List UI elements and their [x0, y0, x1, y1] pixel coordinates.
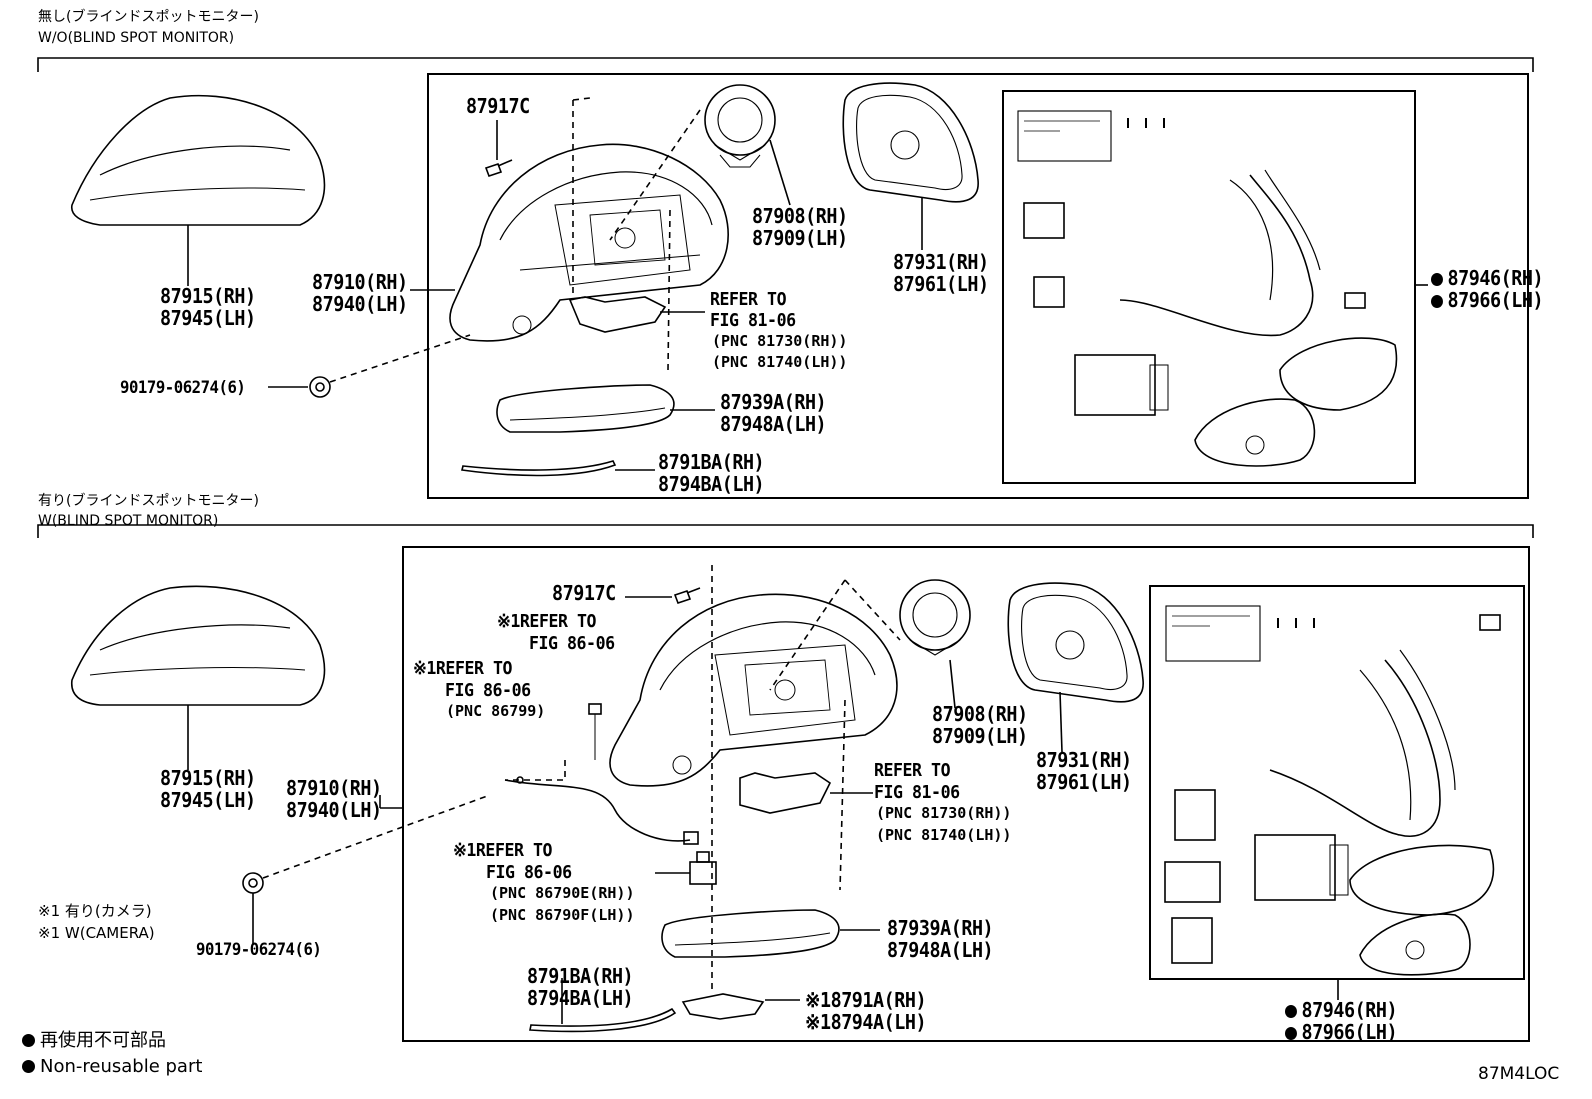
- section-bracket-bottom: [37, 524, 1534, 538]
- part-number: 90179-06274(6): [196, 940, 322, 960]
- assembly-frame-bottom: [402, 546, 1530, 1042]
- mirror-cover-drawing: [71, 94, 326, 286]
- part-number: 87931(RH): [893, 250, 989, 274]
- reference-note: FIG 86-06: [529, 633, 615, 654]
- part-number: 87908(RH): [932, 702, 1028, 726]
- filled-circle-icon: [1285, 1005, 1297, 1018]
- turn-lamp-drawing-bottom: [661, 909, 880, 958]
- reference-note: ※1REFER TO: [413, 658, 513, 679]
- part-number: ※18791A(RH): [805, 988, 927, 1012]
- part-number: 87908(RH): [752, 204, 848, 228]
- section-header-en: W(BLIND SPOT MONITOR): [38, 513, 219, 529]
- filled-circle-icon: [22, 1060, 35, 1073]
- mirror-housing-drawing: [410, 97, 729, 371]
- section-bracket-top: [37, 57, 1534, 72]
- kit-frame-bottom: [1149, 585, 1525, 980]
- mirror-housing-drawing-bottom: [505, 565, 901, 990]
- pnc-note: (PNC 86790E(RH)): [490, 884, 635, 902]
- part-number: 87909(LH): [932, 724, 1028, 748]
- camera-note-jp: ※1 有り(カメラ): [38, 902, 152, 920]
- kit-contents-drawing-top: [1017, 110, 1428, 467]
- part-number: 87910(RH): [312, 270, 408, 294]
- pnc-note: (PNC 86790F(LH)): [490, 906, 635, 924]
- part-number: 87945(LH): [160, 306, 256, 330]
- filled-circle-icon: [1431, 295, 1443, 308]
- part-number: 87909(LH): [752, 226, 848, 250]
- part-number: 87945(LH): [160, 788, 256, 812]
- reference-note: FIG 81-06: [710, 310, 796, 331]
- pnc-note: (PNC 81740(LH)): [712, 353, 848, 371]
- mirror-glass-drawing-bottom: [1007, 582, 1144, 753]
- part-number: 8791BA(RH): [658, 450, 765, 474]
- part-number: 87910(RH): [286, 776, 382, 800]
- part-number: 87948A(LH): [887, 938, 994, 962]
- camera-harness-drawing: [504, 703, 699, 845]
- bracket-drawing-bottom: [739, 772, 873, 814]
- part-number: 8791BA(RH): [527, 964, 634, 988]
- pnc-note: (PNC 86799): [446, 702, 546, 720]
- part-number-non-reusable: 87966(LH): [1431, 290, 1544, 310]
- reference-note: REFER TO: [874, 760, 951, 781]
- legend-jp: 再使用不可部品: [22, 1032, 166, 1050]
- clip-drawing-bottom: [242, 794, 491, 945]
- pnc-note: (PNC 81740(LH)): [876, 826, 1012, 844]
- section-header-en: W/O(BLIND SPOT MONITOR): [38, 30, 235, 46]
- part-number: 87939A(RH): [720, 390, 827, 414]
- pnc-note: (PNC 81730(RH)): [712, 332, 848, 350]
- part-number: 87940(LH): [312, 292, 408, 316]
- mirror-cover-drawing-bottom: [71, 585, 326, 770]
- section-header-jp: 無し(ブラインドスポットモニター): [38, 9, 259, 25]
- pnc-note: (PNC 81730(RH)): [876, 804, 1012, 822]
- filled-circle-icon: [1431, 273, 1443, 286]
- reference-note: REFER TO: [710, 289, 787, 310]
- part-number: 87948A(LH): [720, 412, 827, 436]
- reference-note: FIG 86-06: [445, 680, 531, 701]
- legend-en: Non-reusable part: [22, 1058, 202, 1076]
- camera-cover-drawing: [681, 993, 800, 1020]
- filled-circle-icon: [1285, 1027, 1297, 1040]
- part-number: 87961(LH): [893, 272, 989, 296]
- garnish-drawing-bottom: [529, 978, 677, 1033]
- turn-lamp-drawing: [496, 384, 715, 433]
- part-number: 87915(RH): [160, 766, 256, 790]
- reference-note: ※1REFER TO: [453, 840, 553, 861]
- section-header-jp: 有り(ブラインドスポットモニター): [38, 493, 259, 509]
- part-number: 87940(LH): [286, 798, 382, 822]
- part-number-non-reusable: 87966(LH): [1285, 1022, 1398, 1042]
- kit-contents-drawing-bottom: [1164, 605, 1501, 1000]
- bracket-drawing: [568, 296, 705, 333]
- reference-note: ※1REFER TO: [497, 611, 597, 632]
- part-number: 8794BA(LH): [658, 472, 765, 496]
- part-number: 90179-06274(6): [120, 378, 246, 398]
- camera-note-en: ※1 W(CAMERA): [38, 924, 155, 942]
- camera-drawing: [655, 851, 717, 885]
- screw-drawing: [484, 120, 513, 178]
- assembly-frame-top: [427, 73, 1529, 499]
- clip-drawing: [268, 334, 471, 398]
- actuator-drawing-bottom: [899, 579, 971, 709]
- filled-circle-icon: [22, 1034, 35, 1047]
- part-number: ※18794A(LH): [805, 1010, 927, 1034]
- part-number: 87961(LH): [1036, 770, 1132, 794]
- actuator-drawing: [704, 84, 791, 206]
- part-number: 87931(RH): [1036, 748, 1132, 772]
- garnish-drawing: [461, 460, 655, 477]
- part-number-non-reusable: 87946(RH): [1285, 1000, 1398, 1020]
- kit-frame-top: [1002, 90, 1416, 484]
- part-number: 87917C: [466, 94, 530, 118]
- reference-note: FIG 81-06: [874, 782, 960, 803]
- reference-note: FIG 86-06: [486, 862, 572, 883]
- part-number: 87915(RH): [160, 284, 256, 308]
- part-number-non-reusable: 87946(RH): [1431, 268, 1544, 288]
- part-number: 87917C: [552, 581, 616, 605]
- mirror-glass-drawing: [842, 82, 979, 250]
- part-number: 87939A(RH): [887, 916, 994, 940]
- part-number: 8794BA(LH): [527, 986, 634, 1010]
- drawing-code: 87M4LOC: [1478, 1064, 1560, 1084]
- screw-drawing-bottom: [625, 587, 701, 605]
